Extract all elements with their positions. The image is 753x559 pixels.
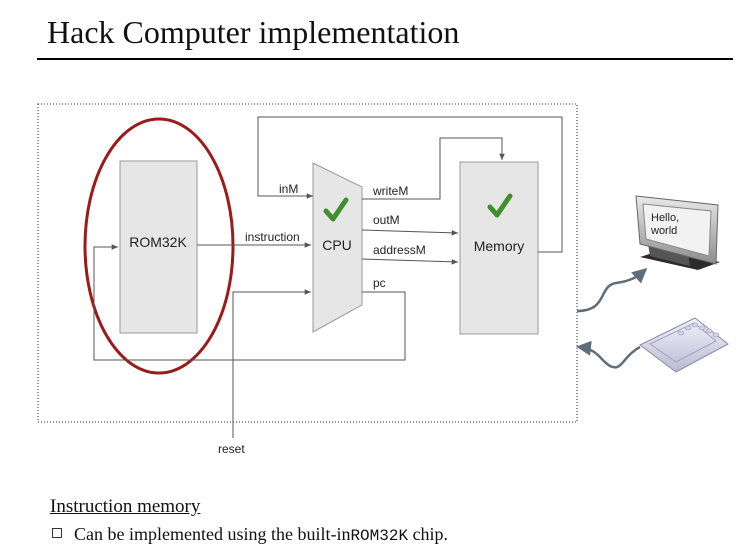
writeM-label: writeM	[372, 184, 408, 198]
instruction-label: instruction	[245, 230, 300, 244]
memory-label: Memory	[474, 238, 525, 254]
memory-check-icon	[487, 193, 513, 218]
memory-box	[459, 161, 539, 335]
reset-wire	[232, 289, 311, 438]
addressM-label: addressM	[373, 243, 426, 257]
rom-highlight-ellipse	[83, 117, 235, 375]
cpu-label: CPU	[322, 237, 352, 253]
writeM-wire	[362, 137, 505, 200]
inM-label: inM	[279, 182, 298, 196]
pc-wire	[93, 244, 406, 361]
output-cable	[576, 268, 648, 313]
rom32k-box	[119, 160, 198, 334]
cpu-check-icon	[323, 197, 349, 222]
screen-text-line1: Hello,	[651, 212, 679, 224]
bullet-text: Can be implemented using the built-in	[74, 524, 351, 544]
title-underline	[37, 58, 733, 60]
outM-wire	[361, 229, 459, 236]
computer-boundary	[37, 103, 578, 423]
rom32k-label: ROM32K	[129, 234, 187, 250]
bullet-code: ROM32K	[350, 527, 409, 545]
outM-label: outM	[373, 213, 400, 227]
addressM-wire	[361, 258, 459, 265]
input-cable	[576, 340, 641, 369]
monitor-icon: Hello, world	[635, 195, 720, 270]
reset-label: reset	[218, 442, 245, 456]
section-heading: Instruction memory	[50, 496, 201, 517]
keyboard-icon	[639, 317, 729, 373]
bullet-square-icon	[52, 528, 62, 538]
inM-wire	[257, 116, 563, 253]
cpu-block	[312, 162, 363, 333]
screen-text-line2: world	[650, 225, 677, 237]
slide-title: Hack Computer implementation	[47, 14, 460, 50]
bullet-suffix: chip.	[412, 524, 449, 544]
bullet-item: Can be implemented using the built-inROM…	[52, 524, 448, 545]
pc-label: pc	[373, 276, 386, 290]
